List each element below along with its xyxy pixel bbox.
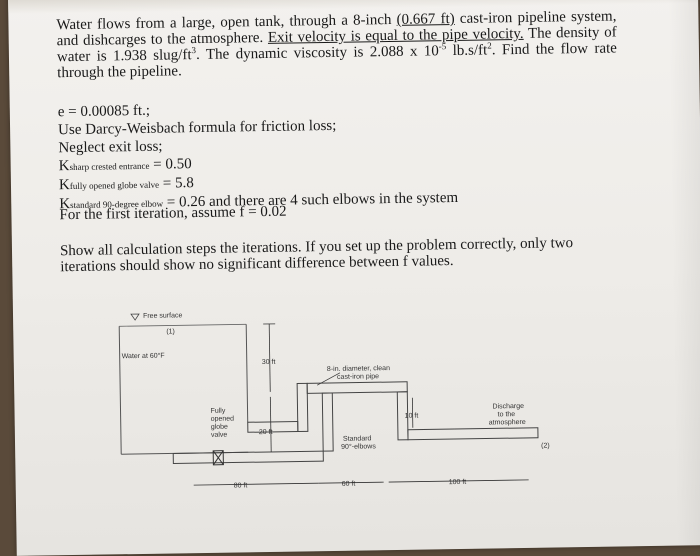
discharge-label: to the [498, 411, 516, 418]
pipe-label: cast-iron pipe [337, 373, 379, 381]
pipe-top [307, 382, 407, 394]
given-list: e = 0.00085 ft.; Use Darcy-Weisbach form… [58, 97, 459, 214]
water-label: Water at 60°F [122, 352, 165, 361]
dim-60ft-label: 60 ft [342, 481, 356, 488]
k-subscript: sharp crested entrance [69, 161, 149, 172]
k-value: = 0.50 [149, 156, 191, 173]
k-symbol: K [59, 158, 70, 174]
problem-text: . The dynamic viscosity is 2.088 x 10 [196, 43, 439, 63]
tank-wall-right [246, 324, 248, 422]
k-value: = 5.8 [159, 175, 194, 192]
problem-text: pipeline. [130, 63, 182, 80]
tank-wall-left [119, 326, 121, 454]
first-iteration: For the first iteration, assume f = 0.02 [59, 204, 286, 224]
dim-80ft-label: 80 ft [234, 482, 248, 489]
discharge-label: atmosphere [489, 419, 526, 427]
valve-label: globe [211, 424, 228, 431]
problem-statement: Water flows from a large, open tank, thr… [56, 8, 617, 81]
dim-30ft-label: 30 ft [262, 359, 276, 366]
dim-80ft-line [194, 483, 319, 485]
k-symbol: K [59, 177, 70, 193]
k-subscript: fully opened globe valve [70, 180, 159, 191]
point2-label: (2) [541, 443, 550, 450]
pipe-label: 8-in. diameter, clean [327, 365, 390, 373]
page-shadow [668, 0, 700, 546]
pipe-outlet [408, 428, 538, 440]
pipe-riser [297, 383, 308, 431]
discharge-label: Discharge [492, 403, 524, 410]
pipeline-diagram: Free surface (1) Water at 60°F 30 ft 20 … [111, 298, 554, 505]
dim-20ft-label: 20 ft [259, 429, 273, 436]
dim-20ft-line [270, 397, 271, 452]
free-surface-label: Free surface [143, 312, 183, 320]
valve-label: Fully [210, 408, 225, 415]
pipe-diameter: (0.667 ft) [396, 11, 454, 28]
elbow-label: 90°-elbows [341, 442, 376, 451]
free-surface-line [119, 324, 246, 326]
pipe-bottom [173, 451, 323, 463]
pipe-segment [248, 422, 298, 433]
dim-100ft-label: 100 ft [449, 479, 467, 486]
problem-text: lb.s/ft [446, 42, 487, 59]
paper-sheet: Water flows from a large, open tank, thr… [8, 0, 700, 556]
elbow-label: Standard [343, 435, 372, 442]
free-surface-icon [131, 314, 139, 320]
valve-label: opened [211, 416, 235, 423]
dim-10ft-label: 10 ft [405, 413, 419, 420]
instruction: Show all calculation steps the iteration… [60, 234, 620, 275]
point1-label: (1) [166, 328, 175, 335]
pipe-drop [322, 393, 333, 451]
valve-label: valve [211, 432, 228, 439]
problem-text: 1.938 slug/ft [113, 47, 192, 64]
